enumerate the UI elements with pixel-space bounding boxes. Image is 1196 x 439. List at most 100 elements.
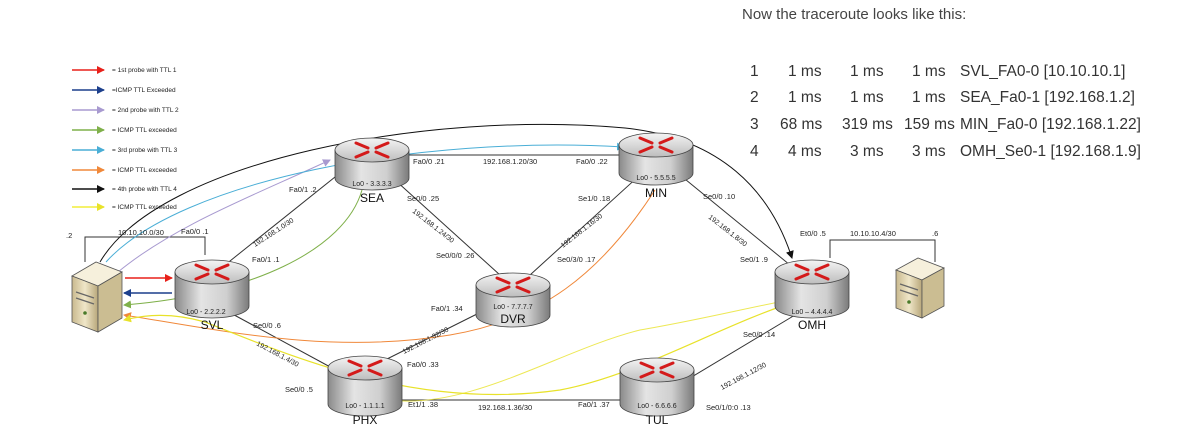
svg-text:MIN: MIN <box>645 186 667 200</box>
hop-host: OMH_Se0-1 [192.168.1.9] <box>960 143 1141 160</box>
svg-text:PHX: PHX <box>353 413 378 427</box>
min-se10-label: Se1/0 .18 <box>578 194 610 203</box>
legend-item-probe-ttl2: = 2nd probe with TTL 2 <box>72 106 179 114</box>
link-host-svl <box>84 236 206 262</box>
probe-paths <box>99 123 801 402</box>
net-sea-dvr-label: 192.168.1.24/30 <box>411 208 455 245</box>
router-svl: Lo0 - 2.2.2.2 SVL <box>174 259 250 332</box>
net-tul-omh-label: 192.168.1.12/30 <box>720 362 768 392</box>
legend-item-icmp-3: = ICMP TTL exceeded <box>72 166 177 174</box>
rtt-2: 1 ms <box>850 89 884 106</box>
net-right-label: 10.10.10.4/30 <box>850 229 896 238</box>
rtt-1: 1 ms <box>788 63 822 80</box>
router-dvr: Lo0 - 7.7.7.7 DVR <box>475 272 551 328</box>
hop-host: SEA_Fa0-1 [192.168.1.2] <box>960 89 1135 106</box>
hop-host: MIN_Fa0-0 [192.168.1.22] <box>960 116 1141 133</box>
host-right-server-icon <box>895 257 945 319</box>
omh-e00-label: Et0/0 .5 <box>800 229 826 238</box>
router-arrows-icon <box>347 359 383 377</box>
svl-fa00-label: Fa0/0 .1 <box>181 227 209 236</box>
rtt-3: 3 ms <box>912 143 946 160</box>
phx-fa00-label: Fa0/0 .33 <box>407 360 439 369</box>
tul-fa01-label: Fa0/1 .37 <box>578 400 610 409</box>
svg-text:Lo0 - 6.6.6.6: Lo0 - 6.6.6.6 <box>637 403 676 410</box>
legend-item-probe-ttl3: = 3rd probe with TTL 3 <box>72 146 178 154</box>
svg-text:SVL: SVL <box>201 318 224 332</box>
router-arrows-icon <box>639 361 675 379</box>
svg-text:= 2nd probe with TTL 2: = 2nd probe with TTL 2 <box>112 107 179 114</box>
svg-text:=ICMP TTL Exceeded: =ICMP TTL Exceeded <box>112 87 176 94</box>
legend-item-icmp-2: = ICMP TTL exceeded <box>72 126 177 134</box>
net-phx-dvr-label: 192.168.1.32/30 <box>402 327 450 356</box>
tul-se010-label: Se0/1/0:0 .13 <box>706 403 751 412</box>
svg-text:Lo0 - 5.5.5.5: Lo0 - 5.5.5.5 <box>636 175 675 182</box>
svg-text:Lo0 – 4.4.4.4: Lo0 – 4.4.4.4 <box>792 309 833 316</box>
rtt-1: 68 ms <box>780 116 823 133</box>
router-min: Lo0 - 5.5.5.5 MIN <box>618 132 694 200</box>
min-fa00-label: Fa0/0 .22 <box>576 157 608 166</box>
router-omh: Lo0 – 4.4.4.4 OMH <box>774 259 850 332</box>
net-svl-phx-label: 192.168.1.4/30 <box>255 341 300 369</box>
omh-se01-label: Se0/1 .9 <box>740 255 768 264</box>
rtt-1: 1 ms <box>788 89 822 106</box>
host-left-server-icon <box>71 261 123 333</box>
rtt-1: 4 ms <box>788 143 822 160</box>
router-sea: Lo0 - 3.3.3.3 SEA <box>334 137 410 205</box>
net-left-label: 10.10.10.0/30 <box>118 228 164 237</box>
hop-number: 3 <box>750 116 759 133</box>
legend: = 1st probe with TTL 1 =ICMP TTL Exceede… <box>72 66 179 211</box>
host-left-ip: .2 <box>66 231 72 240</box>
legend-item-probe-ttl4: = 4th probe with TTL 4 <box>72 185 177 193</box>
link-omh-host <box>829 239 936 262</box>
rtt-2: 1 ms <box>850 63 884 80</box>
link-dvr-min <box>529 174 641 276</box>
router-arrows-icon <box>794 263 830 281</box>
omh-se00-label: Se0/0 .14 <box>743 330 775 339</box>
phx-se00-label: Se0/0 .5 <box>285 385 313 394</box>
svg-text:= ICMP TTL exceeded: = ICMP TTL exceeded <box>112 127 177 134</box>
svg-text:= 3rd probe with TTL 3: = 3rd probe with TTL 3 <box>112 147 178 154</box>
router-phx: Lo0 - 1.1.1.1 PHX <box>327 355 403 427</box>
rtt-3: 1 ms <box>912 63 946 80</box>
sea-se00-label: Se0/0 .25 <box>407 194 439 203</box>
net-sea-min-label: 192.168.1.20/30 <box>483 157 537 166</box>
link-sea-dvr <box>394 179 501 276</box>
legend-item-probe-ttl1: = 1st probe with TTL 1 <box>72 66 177 74</box>
net-phx-tul-label: 192.168.1.36/30 <box>478 403 532 412</box>
traceroute-caption: Now the traceroute looks like this: <box>742 6 967 23</box>
legend-item-icmp-4: = ICMP TTL exceeded <box>72 203 177 211</box>
net-min-omh-label: 192.168.1.8/30 <box>707 214 748 248</box>
rtt-2: 3 ms <box>850 143 884 160</box>
net-svl-sea-label: 192.168.1.0/30 <box>252 217 295 248</box>
svg-text:Lo0 - 7.7.7.7: Lo0 - 7.7.7.7 <box>493 304 532 311</box>
dvr-se000-label: Se0/0/0 .26 <box>436 251 474 260</box>
router-arrows-icon <box>495 276 531 294</box>
svg-text:= ICMP TTL exceeded: = ICMP TTL exceeded <box>112 204 177 211</box>
hop-host: SVL_FA0-0 [10.10.10.1] <box>960 63 1126 80</box>
svl-fa01-label: Fa0/1 .1 <box>252 255 280 264</box>
net-dvr-min-label: 192.168.1.16/30 <box>560 213 604 250</box>
svg-text:= 1st probe with TTL 1: = 1st probe with TTL 1 <box>112 67 177 74</box>
svg-text:Lo0 - 1.1.1.1: Lo0 - 1.1.1.1 <box>345 403 384 410</box>
dvr-se30-label: Se0/3/0 .17 <box>557 255 595 264</box>
min-se00-label: Se0/0 .10 <box>703 192 735 201</box>
link-svl-phx <box>224 309 346 376</box>
svg-text:SEA: SEA <box>360 191 384 205</box>
host-right-ip: .6 <box>932 229 938 238</box>
router-arrows-icon <box>194 263 230 281</box>
svg-text:= ICMP TTL exceeded: = ICMP TTL exceeded <box>112 167 177 174</box>
sea-fa01-label: Fa0/1 .2 <box>289 185 317 194</box>
svg-text:TUL: TUL <box>646 413 669 427</box>
hop-number: 2 <box>750 89 759 106</box>
legend-item-icmp-1: =ICMP TTL Exceeded <box>72 86 176 94</box>
svg-text:Lo0 - 2.2.2.2: Lo0 - 2.2.2.2 <box>186 309 225 316</box>
rtt-3: 159 ms <box>904 116 955 133</box>
dvr-fa01-label: Fa0/1 .34 <box>431 304 463 313</box>
svl-se00-label: Se0/0 .6 <box>253 321 281 330</box>
svg-text:= 4th probe with TTL 4: = 4th probe with TTL 4 <box>112 186 177 193</box>
router-tul: Lo0 - 6.6.6.6 TUL <box>619 357 695 427</box>
router-arrows-icon <box>638 136 674 154</box>
hop-number: 4 <box>750 143 759 160</box>
hop-number: 1 <box>750 63 759 80</box>
